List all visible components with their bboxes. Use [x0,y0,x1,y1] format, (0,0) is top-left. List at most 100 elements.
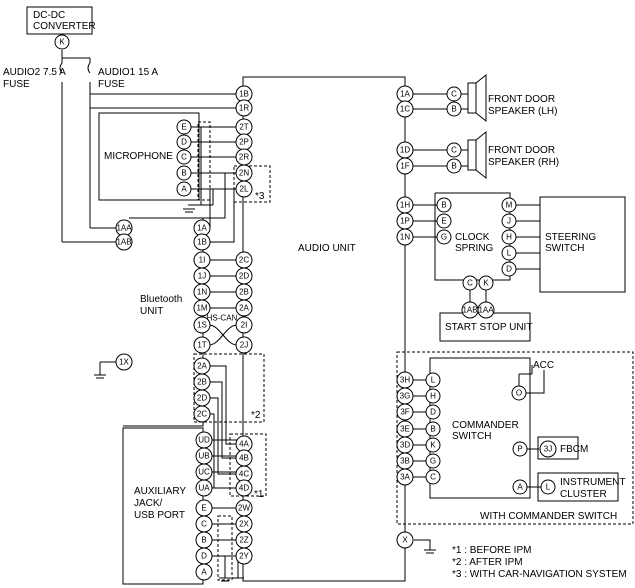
connector-pin-label: A [201,568,207,577]
connector-pin: 3A [396,468,414,486]
inst-label-1: INSTRUMENT [560,477,626,488]
connector-pin: 4C [235,465,253,483]
connector-pin: X [396,531,414,549]
connector-pin-label: L [507,249,512,258]
connector-pin-label: 1R [239,104,249,113]
connector-pin-label: C [201,520,207,529]
connector-pin-label: X [402,536,408,545]
connector-pin: 2B [193,373,211,391]
inst-label-2: CLUSTER [560,489,607,500]
connector-pin-label: 1A [197,224,207,233]
note-1: *1 : BEFORE IPM [452,545,531,556]
connector-pin: 1F [396,157,414,175]
connector-pin-label: 2D [239,272,249,281]
dcdc-label-1: DC-DC [33,10,65,21]
connector-pin: 1C [396,100,414,118]
connector-pin: J [501,213,517,229]
connector-pin: 3J [539,440,557,458]
steer-label-2: SWITCH [545,243,584,254]
cmd-label-1: COMMANDER [452,420,519,431]
connector-pin: L [501,245,517,261]
connector-pin-label: D [181,138,187,147]
connector-pin: B [446,101,462,117]
connector-pin: D [501,261,517,277]
connector-pin-label: 1N [197,288,207,297]
connector-pin-label: D [506,265,512,274]
connector-pin-label: A [517,483,523,492]
connector-pin-label: 2J [240,341,248,350]
connector-pin: UD [195,431,213,449]
connector-pin: D [425,404,441,420]
connector-pin-label: 1F [400,162,409,171]
connector-pin: B [176,165,192,181]
connector-pin: B [425,421,441,437]
hscan-label: HS-CAN [207,314,238,323]
connector-pin: 1H [396,196,414,214]
connector-pin: C [176,149,192,165]
connector-pin: A [512,479,528,495]
connector-pin-label: 1X [119,358,129,367]
mark-1: *1 [254,489,264,500]
connector-pin-label: 1AA [116,224,132,233]
connector-pin-label: D [201,552,207,561]
connector-pin: 3H [396,371,414,389]
connector-pin: 2C [193,405,211,423]
connector-pin: C [446,142,462,158]
connector-pin-label: D [430,408,436,417]
connector-pin: 1A [396,85,414,103]
connector-pin-label: C [430,473,436,482]
connector-pin-label: 4B [239,454,249,463]
connector-pin: UB [195,447,213,465]
connector-pin: 1N [193,283,211,301]
connector-pin-label: L [431,376,436,385]
connector-pin: 1J [193,267,211,285]
connector-pin: 1N [396,228,414,246]
connector-pin: P [512,441,528,457]
connector-pin-label: 3H [400,376,410,385]
steering-switch-box [539,196,626,293]
connector-pin: 4B [235,449,253,467]
connector-pin: 2N [235,164,253,182]
connector-pin: B [195,531,213,549]
connector-pin-label: UB [198,452,209,461]
connector-pin-label: E [441,217,446,226]
ipm-after-dashed-variant [193,353,265,423]
connector-pin-label: 3B [400,457,410,466]
connector-pin: G [425,453,441,469]
mic-dashed-variant [197,121,211,201]
connector-pin-label: 1T [197,341,206,350]
connector-pin-label: 3J [544,445,552,454]
connector-pin-label: P [517,445,522,454]
connector-pin-label: 2C [197,410,207,419]
spk-lh-label-2: SPEAKER (LH) [488,106,557,117]
connector-pin: A [195,563,213,581]
audio2-fuse-label-2: FUSE [3,79,30,90]
connector-pin-label: 1A [400,90,410,99]
connector-pin-label: O [516,389,522,398]
connector-pin: H [501,229,517,245]
aux-label-2: JACK/ [134,498,163,509]
dcdc-converter-box [26,6,93,35]
bt-label-1: Bluetooth [140,294,182,305]
connector-pin-label: UA [198,484,210,493]
connector-pin: 2D [193,389,211,407]
spk-lh-label-1: FRONT DOOR [488,94,555,105]
connector-pin-label: C [451,146,457,155]
microphone-label: MICROPHONE [104,151,173,162]
connector-pin: 1R [235,99,253,117]
connector-pin: 3F [396,403,414,421]
connector-pin: E [436,213,452,229]
connector-pin-label: 2Y [239,552,249,561]
connector-pin: 3G [396,387,414,405]
connector-pin: 3B [396,452,414,470]
connector-pin-label: 1D [400,146,410,155]
connector-pin: 2L [235,180,253,198]
connector-pin: 2I [235,316,253,334]
connector-pin: D [176,134,192,150]
connector-pin-label: 4C [239,470,249,479]
connector-pin: 1D [396,141,414,159]
connector-pin-label: 1AB [462,306,477,315]
spk-rh-label-2: SPEAKER (RH) [488,157,559,168]
connector-pin-label: 1B [197,238,207,247]
connector-pin-label: B [451,162,456,171]
